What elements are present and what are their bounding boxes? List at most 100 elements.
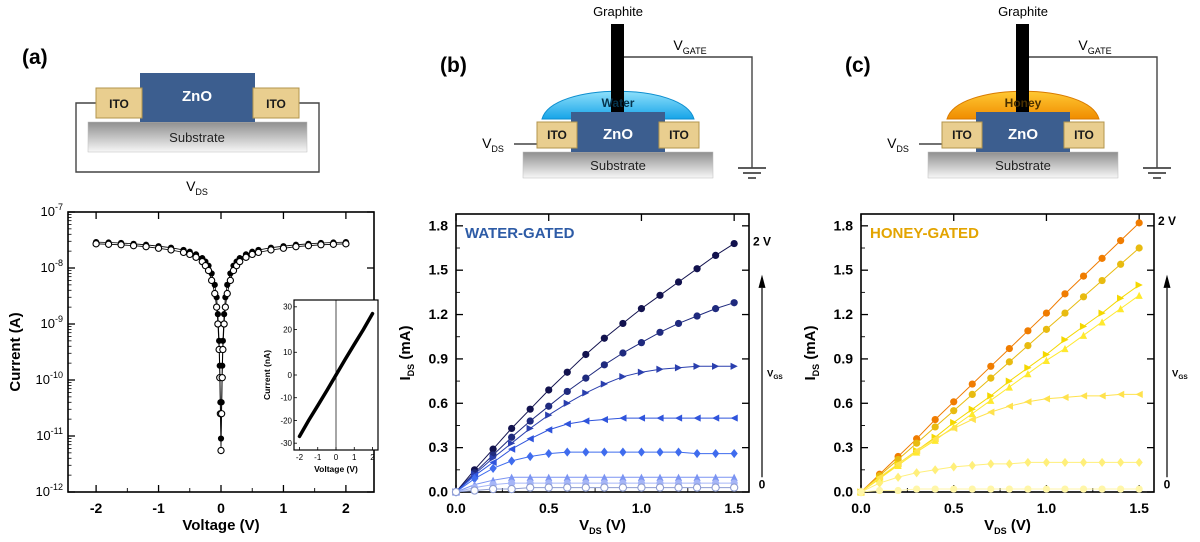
ito-right-label: ITO [1074,128,1094,142]
svg-text:0.9: 0.9 [834,350,854,366]
svg-text:1.0: 1.0 [1037,500,1057,516]
svg-text:10-10: 10-10 [36,370,63,387]
axes-frame [455,213,750,493]
svg-text:0: 0 [1164,478,1171,492]
svg-text:0.0: 0.0 [851,500,871,516]
series-series-8 [451,483,739,497]
series-series-4 [452,414,738,496]
svg-text:10-8: 10-8 [41,258,63,275]
svg-text:VGS: VGS [1172,369,1188,382]
zno-label: ZnO [182,88,212,105]
substrate-label: Substrate [995,158,1051,173]
series-series-2 [857,244,1143,496]
arrow-up-icon [758,274,766,288]
inset-line [297,311,375,439]
ito-contact-right [252,87,300,119]
series-series-1 [857,219,1143,496]
svg-text:IDS (mA): IDS (mA) [802,325,821,380]
svg-text:0: 0 [334,453,339,462]
vgate-label: VGATE [673,37,706,56]
svg-text:IDS (mA): IDS (mA) [397,325,416,380]
svg-text:1.2: 1.2 [834,306,854,322]
svg-text:WATER-GATED: WATER-GATED [465,225,575,242]
svg-text:HONEY-GATED: HONEY-GATED [870,225,979,242]
ito-contact-left [95,87,143,119]
svg-text:-1: -1 [152,500,165,516]
gate-wire [624,56,753,168]
svg-text:2: 2 [342,500,350,516]
svg-text:1.5: 1.5 [429,262,449,278]
vds-label: VDS [887,135,909,154]
svg-text:-20: -20 [280,416,292,425]
graphite-electrode [1016,24,1029,112]
svg-text:10-9: 10-9 [41,314,63,331]
svg-text:1.5: 1.5 [1129,500,1149,516]
panel-c: (c) Graphite Honey ZnO ITO ITO Substrate… [795,0,1200,542]
liquid-label: Water [602,96,635,110]
zno-label: ZnO [1008,126,1038,143]
vds-label: VDS [482,135,504,154]
svg-text:2: 2 [370,453,375,462]
svg-text:20: 20 [283,325,292,334]
svg-text:-10: -10 [280,394,292,403]
ito-contact-left [536,121,578,149]
svg-text:10-11: 10-11 [36,426,63,443]
svg-text:0.0: 0.0 [834,484,854,500]
substrate-layer [927,151,1119,179]
svg-text:10-12: 10-12 [36,482,63,499]
honey-gated-device-schematic: (c) Graphite Honey ZnO ITO ITO Substrate… [845,4,1171,179]
svg-text:0.3: 0.3 [834,439,854,455]
svg-text:0.5: 0.5 [944,500,964,516]
svg-text:0: 0 [759,478,766,492]
ito-left-label: ITO [109,97,129,111]
svg-text:0.0: 0.0 [446,500,466,516]
svg-text:0.0: 0.0 [429,484,449,500]
gate-voltage-annotation: 2 V 0 VGS [1158,214,1188,492]
series-series-7 [857,485,1143,496]
ito-left-label: ITO [547,128,567,142]
svg-text:0: 0 [217,500,225,516]
svg-text:0.6: 0.6 [429,395,449,411]
panel-label-c: (c) [845,54,871,77]
series-series-6 [857,457,1143,497]
two-terminal-device-schematic: (a) ZnO ITO ITO Substrate VDS [22,46,320,197]
svg-text:Current (A): Current (A) [7,312,24,391]
svg-text:2 V: 2 V [753,235,771,249]
svg-text:0.5: 0.5 [539,500,559,516]
ito-right-label: ITO [266,97,286,111]
svg-text:Current (nA): Current (nA) [262,350,272,400]
substrate-label: Substrate [169,130,225,145]
liquid-label: Honey [1005,96,1042,110]
svg-text:0: 0 [288,371,293,380]
zno-label: ZnO [603,126,633,143]
substrate-label: Substrate [590,158,646,173]
vds-label: VDS [186,178,208,197]
ito-contact-left [941,121,983,149]
svg-text:30: 30 [283,303,292,312]
ito-contact-right [658,121,700,149]
graphite-electrode [611,24,624,112]
panel-label-b: (b) [440,54,467,77]
svg-text:Voltage (V): Voltage (V) [182,517,259,534]
svg-text:Voltage (V): Voltage (V) [314,464,358,474]
vds-wire [75,102,320,173]
series-series-6 [452,473,738,496]
svg-text:1.5: 1.5 [724,500,744,516]
panel-label-a: (a) [22,46,48,69]
svg-text:-2: -2 [90,500,103,516]
svg-text:2 V: 2 V [1158,214,1176,228]
svg-text:-30: -30 [280,439,292,448]
zno-layer [140,73,255,122]
substrate-layer [87,121,308,153]
svg-text:0.3: 0.3 [429,439,449,455]
svg-text:-2: -2 [296,453,304,462]
graphite-label: Graphite [593,4,643,19]
series-series-3 [452,362,738,496]
gate-wire [1029,56,1158,168]
svg-text:10: 10 [283,348,292,357]
svg-text:-1: -1 [314,453,322,462]
